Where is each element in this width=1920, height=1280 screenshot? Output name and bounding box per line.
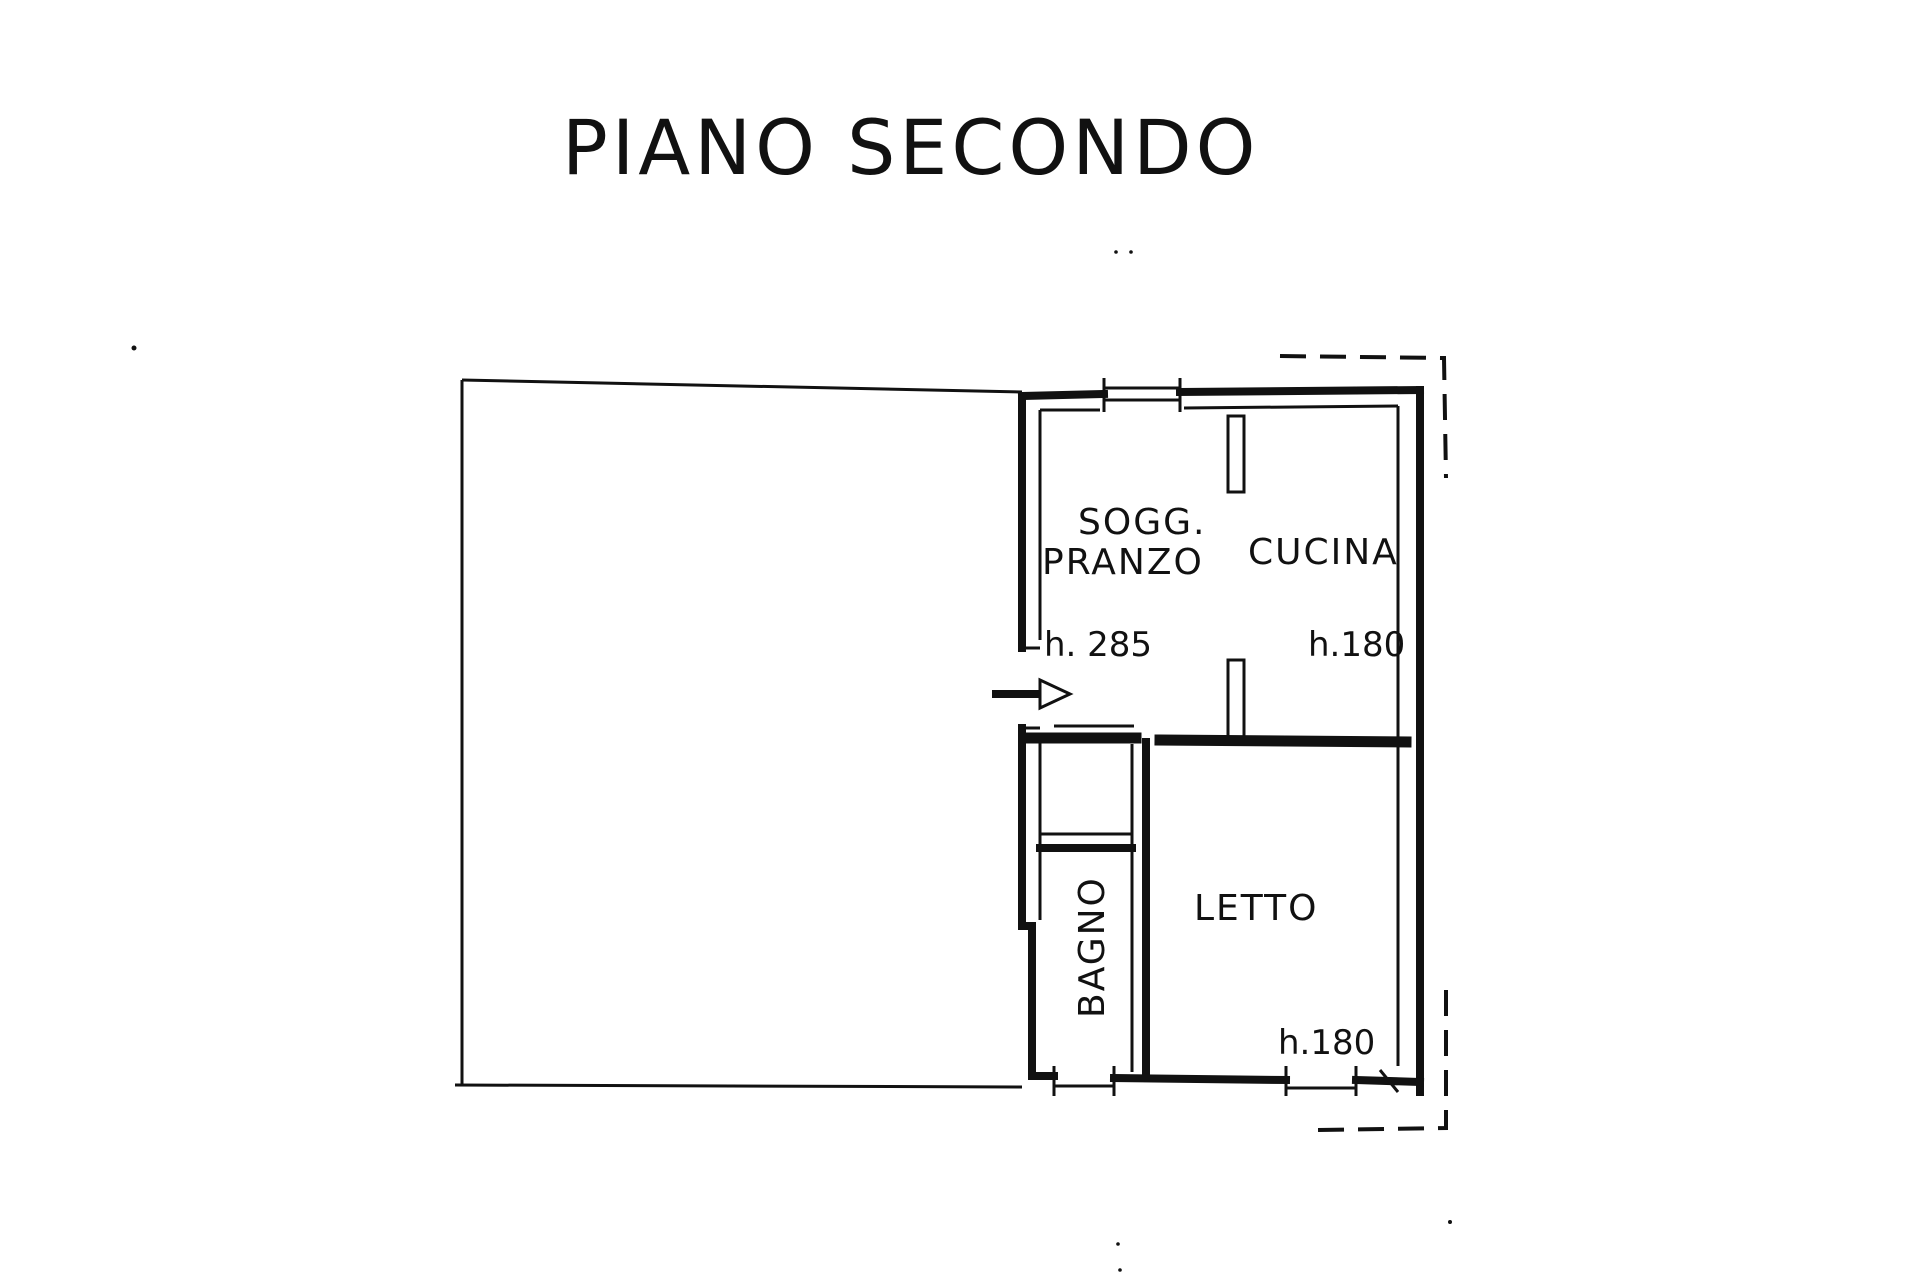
room-label-letto: LETTO bbox=[1194, 888, 1319, 929]
height-label-soggiorno: h. 285 bbox=[1044, 625, 1152, 665]
room-label-bagno: BAGNO bbox=[1072, 876, 1113, 1018]
kitchen-divider bbox=[1226, 414, 1246, 744]
plan-title: PIANO SECONDO bbox=[562, 103, 1259, 192]
exterior-walls bbox=[1017, 385, 1425, 1096]
bath-bedroom-walls bbox=[1036, 738, 1150, 1078]
scan-specks bbox=[131, 250, 1452, 1272]
bottom-windows bbox=[1052, 1066, 1400, 1096]
top-window bbox=[1102, 378, 1182, 412]
room-label-pranzo: PRANZO bbox=[1042, 542, 1204, 583]
room-label-cucina: CUCINA bbox=[1248, 532, 1399, 573]
inner-wall-lines bbox=[1038, 404, 1400, 1066]
height-label-cucina: h.180 bbox=[1308, 625, 1405, 665]
dashed-outline bbox=[1279, 354, 1448, 1132]
height-label-letto: h.180 bbox=[1278, 1023, 1375, 1063]
adjacent-unit-outline bbox=[454, 378, 1023, 1089]
entrance-arrow bbox=[992, 646, 1074, 730]
room-label-soggiorno: SOGG. bbox=[1078, 502, 1206, 543]
middle-wall bbox=[1024, 724, 1412, 748]
